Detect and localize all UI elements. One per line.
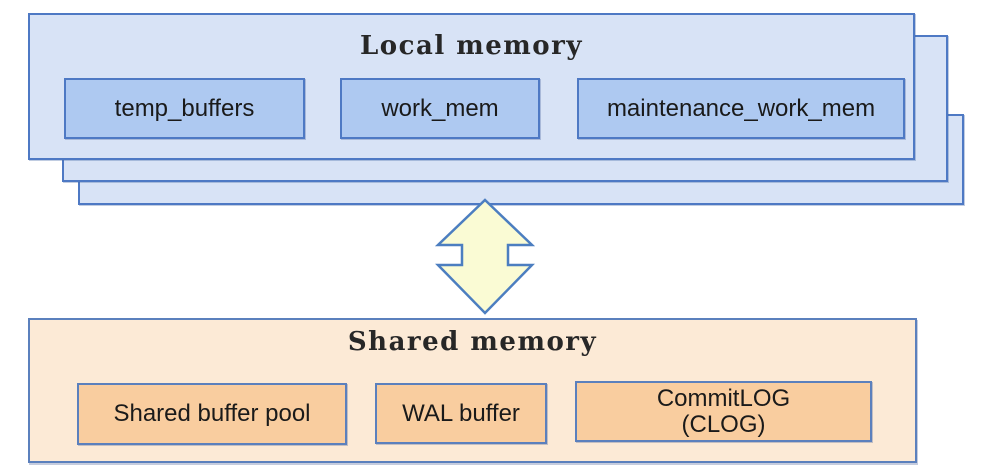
temp-buffers-label: temp_buffers: [114, 94, 255, 122]
maintenance-work-mem-box: maintenance_work_mem: [577, 78, 905, 139]
work-mem-label: work_mem: [381, 94, 499, 122]
up-down-arrow-icon: [434, 198, 536, 315]
temp-buffers-box: temp_buffers: [64, 78, 305, 139]
local-memory-group: Local memory temp_buffers work_mem maint…: [28, 13, 915, 160]
commit-log-label-line2: (CLOG): [681, 410, 766, 438]
shared-buffer-pool-label: Shared buffer pool: [113, 400, 311, 428]
commit-log-box: CommitLOG (CLOG): [575, 381, 872, 442]
work-mem-box: work_mem: [340, 78, 540, 139]
maintenance-work-mem-label: maintenance_work_mem: [606, 94, 876, 122]
shared-memory-group: Shared memory Shared buffer pool WAL buf…: [28, 318, 917, 463]
commit-log-label-line1: CommitLOG: [656, 384, 791, 412]
local-memory-title: Local memory: [360, 31, 583, 61]
wal-buffer-box: WAL buffer: [375, 383, 547, 444]
wal-buffer-label: WAL buffer: [402, 399, 520, 427]
shared-buffer-pool-box: Shared buffer pool: [77, 383, 347, 445]
shared-memory-title: Shared memory: [347, 327, 598, 357]
